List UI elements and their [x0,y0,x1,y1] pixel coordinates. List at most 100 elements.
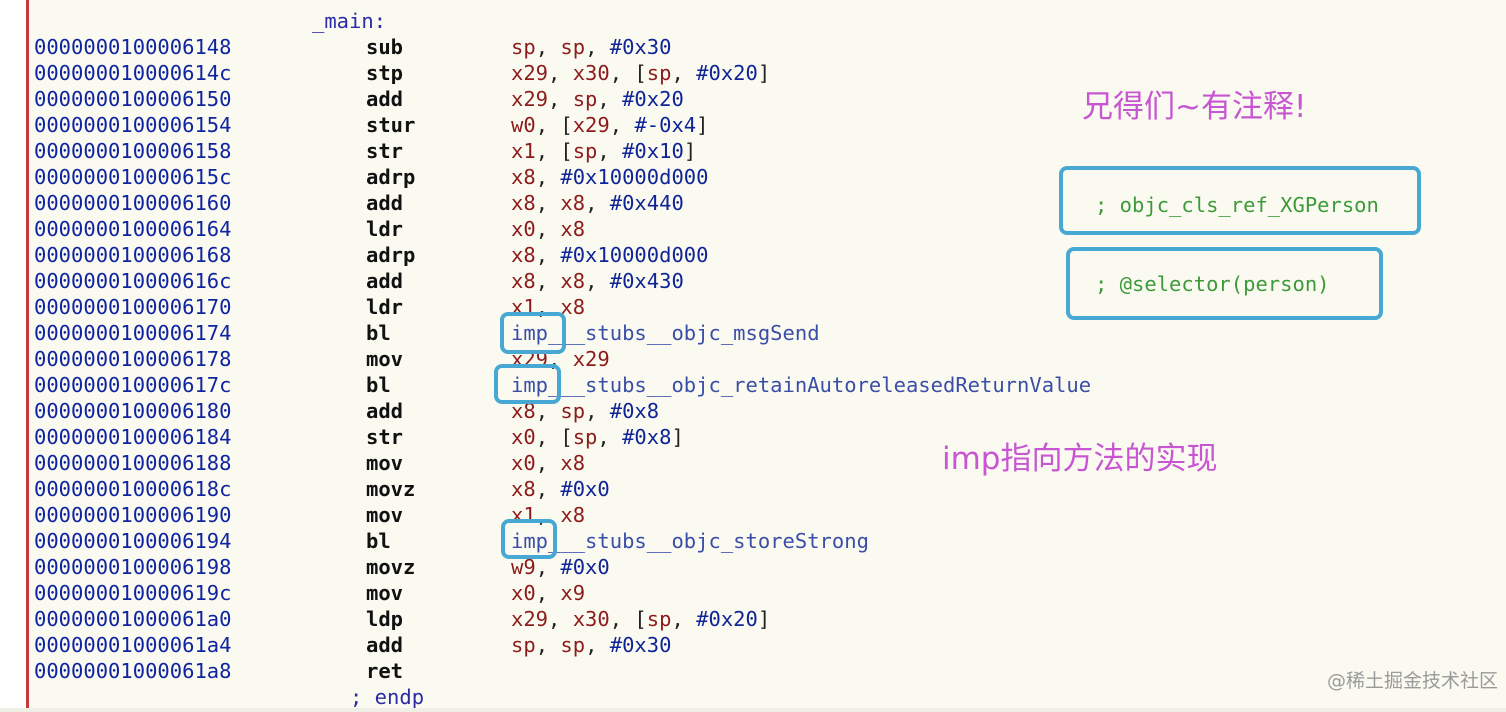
instruction-address[interactable]: 0000000100006164 [34,217,232,241]
instruction-address[interactable]: 00000001000061a8 [34,659,232,683]
operand-token: #0x430 [609,269,684,293]
imp-highlight-box [501,519,557,559]
symbol-link[interactable]: imp___stubs__objc_storeStrong [511,529,869,553]
instruction-address[interactable]: 00000001000061a0 [34,607,232,631]
instruction-address[interactable]: 0000000100006184 [34,425,232,449]
instruction-address[interactable]: 0000000100006158 [34,139,232,163]
operand-token: , [671,61,697,85]
instruction-operands: x8, x8, #0x440 [511,190,684,216]
function-end-label: ; endp [350,685,425,709]
instruction-row[interactable]: 0000000100006194 bl imp___stubs__objc_stor… [0,528,1506,554]
instruction-address[interactable]: 0000000100006194 [34,529,232,553]
operand-token: , [535,555,561,579]
instruction-address[interactable]: 0000000100006198 [34,555,232,579]
operand-token: ] [757,61,771,85]
operand-token: ] [696,113,709,137]
operand-token: #0x0 [560,555,610,579]
instruction-address[interactable]: 0000000100006168 [34,243,232,267]
operand-token: ] [671,425,684,449]
operand-token: x30 [572,607,610,631]
instruction-operands: x0, x8 [511,216,585,242]
instruction-operands: x0, x8 [511,450,585,476]
operand-token: x8 [560,217,586,241]
instruction-mnemonic: ldp [366,607,404,631]
operand-token: x9 [560,581,586,605]
operand-token: x8 [560,269,586,293]
instruction-operands: x8, sp, #0x8 [511,398,659,424]
instruction-address[interactable]: 000000010000619c [34,581,232,605]
instruction-address[interactable]: 0000000100006174 [34,321,232,345]
operand-token: , [597,87,623,111]
instruction-address[interactable]: 000000010000616c [34,269,232,293]
operand-token: #0x20 [622,87,684,111]
operand-token: sp [646,607,672,631]
operand-token: sp [572,87,598,111]
operand-token: #0x20 [696,607,758,631]
instruction-mnemonic: movz [366,555,416,579]
operand-token: #0x30 [609,35,672,59]
function-label: _main: [312,9,387,33]
operand-token: w9 [511,555,536,579]
instruction-address[interactable]: 0000000100006188 [34,451,232,475]
instruction-address[interactable]: 0000000100006180 [34,399,232,423]
operand-token: x29 [511,61,549,85]
instruction-address[interactable]: 000000010000615c [34,165,232,189]
operand-token: , [ [535,425,573,449]
operand-token: x0 [511,451,536,475]
instruction-mnemonic: str [366,139,404,163]
instruction-address[interactable]: 0000000100006154 [34,113,232,137]
instruction-address[interactable]: 0000000100006190 [34,503,232,527]
instruction-address[interactable]: 000000010000618c [34,477,232,501]
operand-token: w0 [511,113,536,137]
instruction-mnemonic: bl [366,529,391,553]
instruction-mnemonic: adrp [366,243,416,267]
instruction-row[interactable]: 0000000100006198 movz w9, #0x0 [0,554,1506,580]
instruction-address[interactable]: 00000001000061a4 [34,633,232,657]
symbol-link[interactable]: imp___stubs__objc_retainAutoreleasedRetu… [511,373,1092,397]
instruction-address[interactable]: 000000010000614c [34,61,232,85]
operand-token: , [535,581,561,605]
operand-token: x30 [572,61,610,85]
instruction-address[interactable]: 0000000100006160 [34,191,232,215]
operand-token: , [609,113,635,137]
operand-token: x29 [572,113,610,137]
instruction-operands: w0, [x29, #-0x4] [511,112,709,138]
operand-token: , [548,87,573,111]
operand-token: x29 [511,607,549,631]
operand-token: , [585,191,610,215]
instruction-operands: x8, #0x10000d000 [511,242,708,268]
instruction-row[interactable]: 0000000100006168 adrp x8, #0x10000d000 [0,242,1506,268]
instruction-address[interactable]: 0000000100006148 [34,35,232,59]
instruction-address[interactable]: 0000000100006150 [34,87,232,111]
instruction-address[interactable]: 0000000100006178 [34,347,232,371]
instruction-address[interactable]: 0000000100006170 [34,295,232,319]
operand-token: sp [560,35,586,59]
gutter [0,0,26,712]
operand-token: x8 [560,191,586,215]
instruction-address[interactable]: 000000010000617c [34,373,232,397]
imp-highlight-box [494,364,561,404]
instruction-mnemonic: movz [366,477,416,501]
instruction-mnemonic: str [366,425,404,449]
